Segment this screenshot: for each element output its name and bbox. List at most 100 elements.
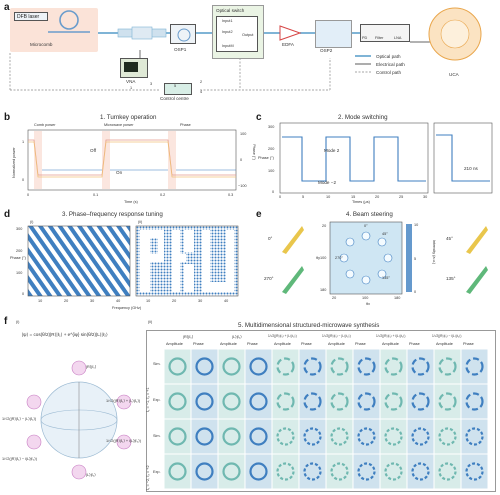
row-sub-2: Sim. xyxy=(153,434,161,438)
num-4: 4 xyxy=(200,90,203,94)
col-sub-amp-1: Amplitude xyxy=(220,342,237,346)
panel-d-xtick-r2: 30 xyxy=(198,299,203,303)
field-thumb xyxy=(191,454,218,489)
field-thumb xyxy=(353,419,380,454)
switch-output: Output xyxy=(242,33,254,37)
fiber-modulator-icon xyxy=(117,26,167,40)
switch-input-1: Input1 xyxy=(222,19,233,23)
panel-d-title: 3. Phase–frequency response tuning xyxy=(62,211,163,218)
panel-c-title: 2. Mode switching xyxy=(338,114,388,121)
panel-c-xtick-6: 30 xyxy=(423,195,428,199)
field-thumb xyxy=(434,349,461,384)
field-thumb xyxy=(434,384,461,419)
panel-d-xlabel: Frequency (GHz) xyxy=(112,306,142,310)
field-thumb xyxy=(353,349,380,384)
panel-d-xtick-r0: 10 xyxy=(146,299,151,303)
field-thumb xyxy=(191,384,218,419)
field-thumb xyxy=(218,454,245,489)
dfb-laser: DFB laser xyxy=(14,12,48,21)
panel-c-xlabel: Times (μs) xyxy=(352,200,370,204)
panel-f-title: 5. Multidimensional structured-microwave… xyxy=(238,322,380,329)
field-thumb xyxy=(218,419,245,454)
col-sub-phase-0: Phase xyxy=(193,342,204,346)
osp2-label: OSP2 xyxy=(320,48,333,53)
field-thumb xyxy=(245,419,272,454)
field-thumb xyxy=(407,349,434,384)
panel-b-ylabel: Normalized power xyxy=(12,147,16,178)
panel-d-xtick-l0: 10 xyxy=(38,299,43,303)
field-thumb xyxy=(299,349,326,384)
panel-e-ytick-2: 180 xyxy=(320,288,327,292)
panel-e-inner-135: 135° xyxy=(382,276,390,280)
panel-b-legend-microwave: Microwave power xyxy=(104,123,134,127)
synthesis-grid xyxy=(146,330,496,492)
panel-e-angle-0: 0° xyxy=(268,236,273,241)
panel-e-cbar-10: 10 xyxy=(414,223,419,227)
field-thumb xyxy=(380,349,407,384)
panel-b-xtick-1: 0.1 xyxy=(93,193,99,197)
sphere-label-minus: 1/√2(|R⟩|ℓ₁⟩ − |L⟩|ℓ₂⟩) xyxy=(2,417,37,421)
edfa-triangle-icon xyxy=(279,25,302,41)
panel-e-angle-270: 270° xyxy=(264,276,274,281)
field-thumb xyxy=(434,419,461,454)
panel-a-label: a xyxy=(4,2,10,13)
panel-d-label: d xyxy=(4,209,11,220)
col-group-5: 1/√2(|R⟩|ℓ₁⟩ − i|L⟩|ℓ₂⟩) xyxy=(432,334,462,338)
col-group-2: 1/√2(|R⟩|ℓ₁⟩ + |L⟩|ℓ₂⟩) xyxy=(268,334,297,338)
field-thumb xyxy=(461,419,488,454)
panel-e-ytick-1: 100 xyxy=(320,256,327,260)
row-group-0: ℓ₁ = −1, ℓ₂ = +1 xyxy=(146,387,150,412)
col-group-0: |R⟩|ℓ₁⟩ xyxy=(183,335,194,339)
panel-b-xtick-0: 0 xyxy=(27,193,30,197)
panel-e-cbar-label: Intensity (a.u.) xyxy=(432,239,437,265)
num-1: 1 xyxy=(130,86,133,90)
field-thumb xyxy=(380,419,407,454)
panel-e-inner-45: 45° xyxy=(382,232,388,236)
col-group-4: 1/√2(|R⟩|ℓ₁⟩ + i|L⟩|ℓ₂⟩) xyxy=(376,334,406,338)
panel-e-ytick-0: 20 xyxy=(322,224,327,228)
field-thumb xyxy=(272,349,299,384)
panel-f-label: f xyxy=(4,316,8,327)
panel-b-y2tick-2: −100 xyxy=(238,184,247,188)
panel-c-ns: 210 ns xyxy=(464,166,478,171)
panel-e-xtick-2: 180 xyxy=(394,296,401,300)
field-thumb xyxy=(461,384,488,419)
osp1-box xyxy=(170,24,196,44)
field-thumb xyxy=(164,419,191,454)
panel-d-xtick-r1: 20 xyxy=(172,299,177,303)
microcomb-label: Microcomb xyxy=(30,42,53,47)
field-thumb xyxy=(461,349,488,384)
panel-c-ytick-2: 100 xyxy=(268,169,275,173)
field-thumb xyxy=(164,349,191,384)
panel-b-on: On xyxy=(116,170,123,175)
field-thumb xyxy=(326,384,353,419)
col-sub-phase-5: Phase xyxy=(463,342,474,346)
panel-e-xlabel: θx xyxy=(366,302,371,306)
panel-c-xtick-4: 20 xyxy=(375,195,380,199)
legend-control: Control path xyxy=(376,70,402,75)
panel-e-angle-45: 45° xyxy=(446,236,453,241)
col-sub-amp-2: Amplitude xyxy=(274,342,291,346)
panel-c-xtick-1: 5 xyxy=(302,195,305,199)
num-2: 2 xyxy=(200,80,203,84)
field-thumb xyxy=(407,384,434,419)
switch-input-m: InputM xyxy=(222,44,234,48)
field-thumb xyxy=(245,454,272,489)
col-group-1: |L⟩|ℓ₂⟩ xyxy=(232,335,242,339)
sphere-label-plus: 1/√2(|R⟩|ℓ₁⟩ + |L⟩|ℓ₂⟩) xyxy=(106,399,141,403)
panel-b-xtick-3: 0.3 xyxy=(228,193,234,197)
panel-c-ytick-0: 300 xyxy=(268,125,275,129)
col-sub-amp-0: Amplitude xyxy=(166,342,183,346)
legend-electrical: Electrical path xyxy=(376,62,405,67)
phase-frequency-pku-plot xyxy=(135,225,239,297)
col-sub-phase-3: Phase xyxy=(355,342,366,346)
panel-c-xtick-2: 10 xyxy=(326,195,331,199)
pd-label: PD xyxy=(362,36,368,40)
legend-optical: Optical path xyxy=(376,54,401,59)
panel-d-ytick-2: 100 xyxy=(16,271,23,275)
mode-switching-zoom-plot xyxy=(433,122,493,194)
field-thumb xyxy=(218,349,245,384)
uca-label: UCA xyxy=(449,72,459,77)
panel-c-xtick-5: 25 xyxy=(399,195,404,199)
field-thumb xyxy=(326,419,353,454)
